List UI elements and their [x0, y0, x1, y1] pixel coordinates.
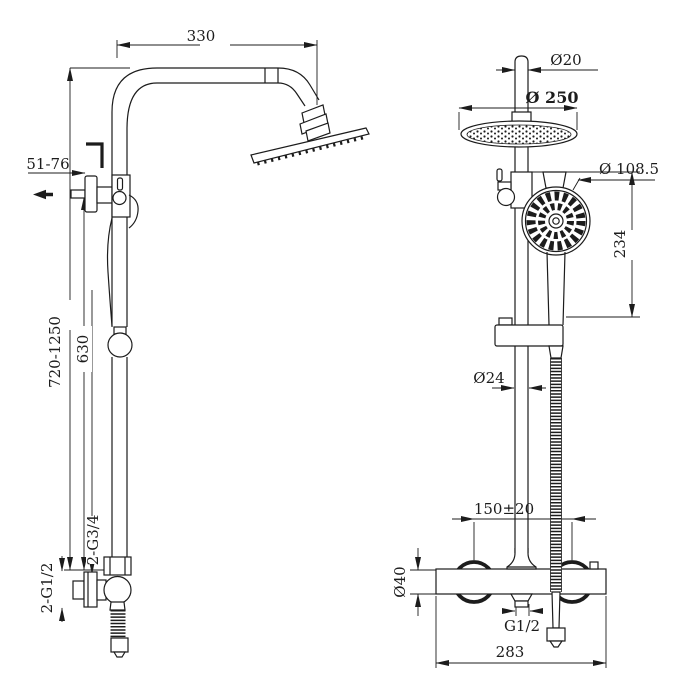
wall-arrow-mark — [33, 189, 53, 200]
front-view: Ø20 Ø 250 Ø 108.5 234 Ø24 150±20 Ø40 G1/… — [391, 51, 659, 668]
dim-hand-shower-dia — [572, 177, 655, 191]
dim-head-dia — [458, 105, 578, 130]
dim-valve-body-dia — [410, 548, 437, 616]
label-head-dia: Ø 250 — [526, 88, 579, 107]
shower-hose-front — [546, 358, 566, 648]
slider-bracket-front — [494, 317, 564, 359]
label-union-thread: 2-G3/4 — [84, 515, 102, 566]
mixer-bar-front — [435, 548, 607, 608]
diverter-front — [496, 168, 533, 209]
label-valve-body-dia: Ø40 — [391, 566, 409, 597]
side-view: 330 51-76 720-1250 630 2-G3/4 2-G1/2 — [26, 27, 370, 658]
nozzle-ticks — [256, 136, 364, 166]
wall-hook-mark — [86, 142, 104, 168]
label-inlet-spacing: 150±20 — [474, 500, 534, 518]
label-wall-offset: 51-76 — [26, 155, 69, 173]
label-height-range: 720-1250 — [46, 316, 64, 388]
dim-arm-length — [116, 40, 318, 105]
lower-riser-side — [111, 357, 128, 557]
diverter-valve-side — [70, 174, 139, 229]
label-hand-shower-dia: Ø 108.5 — [599, 160, 659, 178]
shower-arm-and-riser — [111, 67, 320, 176]
rain-head-front — [460, 120, 578, 148]
label-arm-length: 330 — [187, 27, 216, 45]
hand-shower-front — [521, 171, 591, 326]
riser-front — [511, 55, 532, 553]
label-hand-shower-length: 234 — [611, 230, 629, 259]
label-top-pipe-dia: Ø20 — [550, 51, 581, 69]
dim-height-range — [64, 67, 130, 571]
label-valve-width: 283 — [496, 643, 525, 661]
dim-valve-width — [435, 596, 607, 668]
rain-head-side — [250, 104, 370, 166]
label-rail-length: 630 — [74, 335, 92, 364]
mixer-valve-side — [72, 556, 132, 658]
label-inlet-thread: 2-G1/2 — [38, 563, 56, 614]
label-riser-dia: Ø24 — [473, 369, 504, 387]
label-outlet-thread: G1/2 — [504, 617, 540, 635]
slider-knob-side — [107, 326, 133, 358]
